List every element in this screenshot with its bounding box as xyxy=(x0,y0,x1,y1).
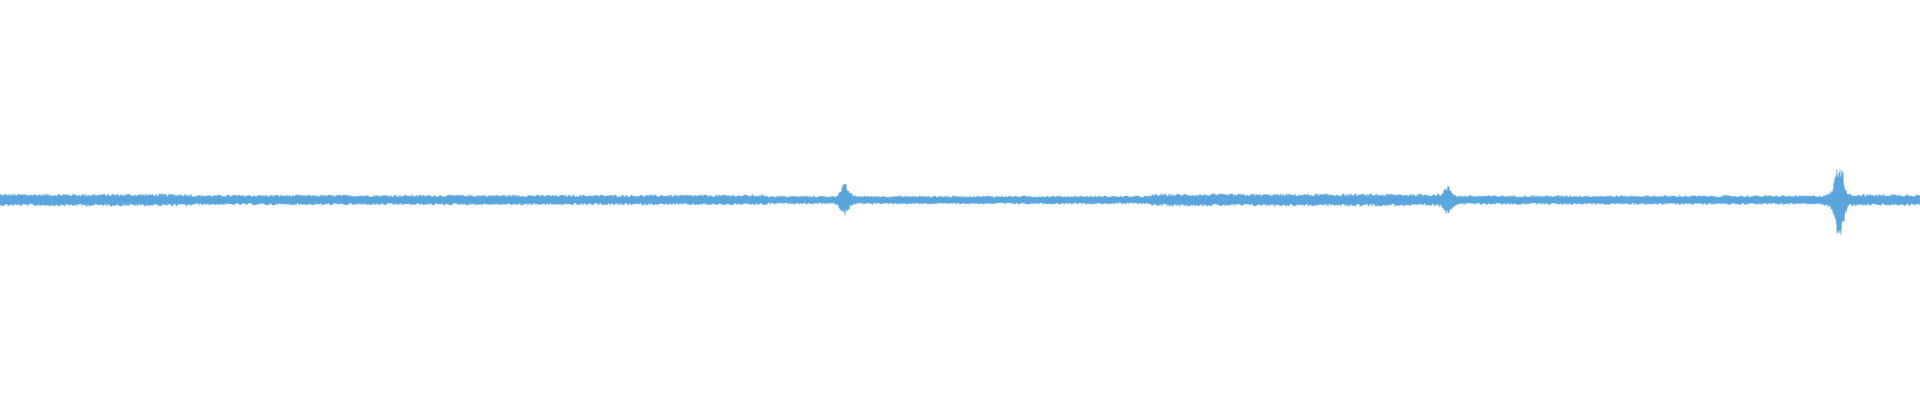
waveform-envelope xyxy=(0,169,1920,235)
